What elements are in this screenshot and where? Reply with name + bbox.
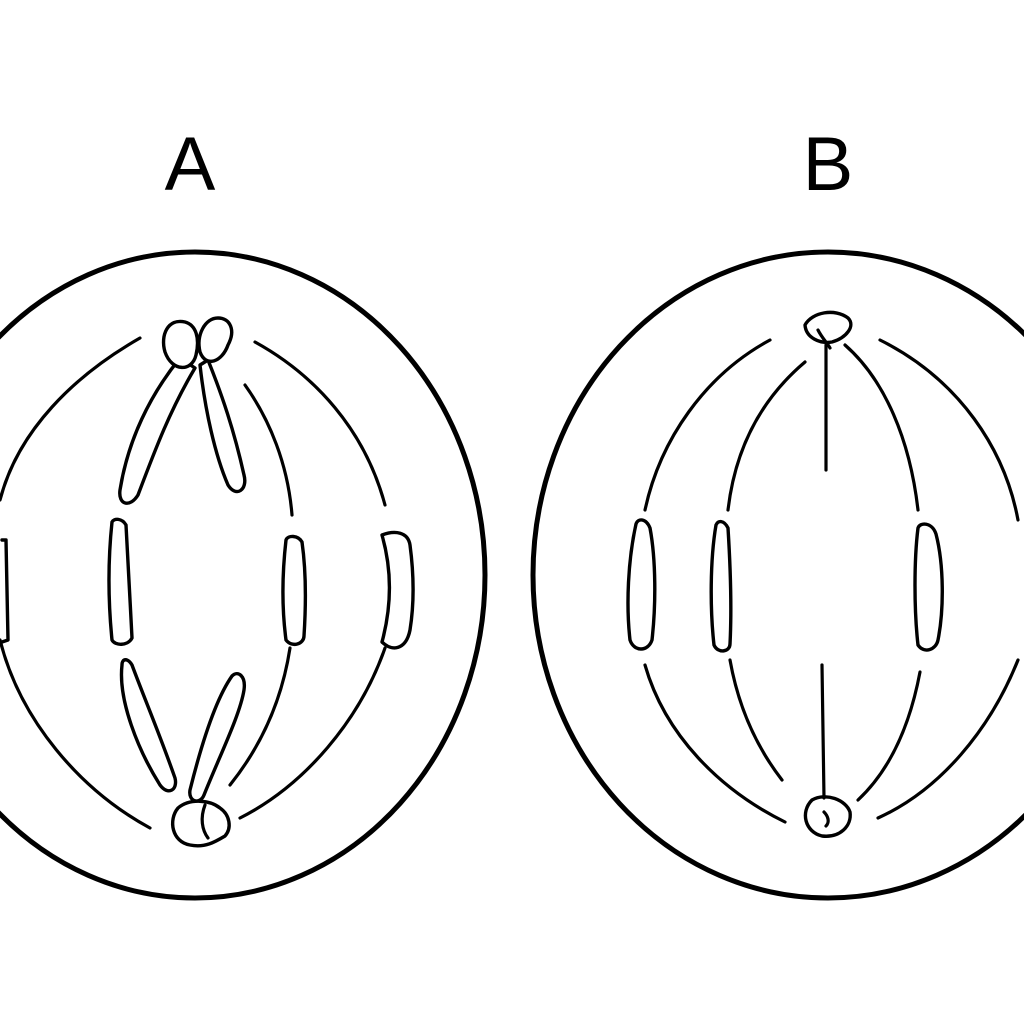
cell-a-chromatid-upper-left [118, 356, 197, 505]
cell-b-fiber-outer-right-lower [876, 658, 1020, 820]
cell-a-chromatid-lower-left [119, 658, 178, 793]
panel-b: B [530, 122, 1024, 901]
cell-b-fiber-center-lower [820, 663, 826, 800]
panel-b-label: B [803, 122, 854, 207]
cell-a-chromosome-edge [0, 538, 10, 644]
cell-a-fiber-inner-right-upper [243, 383, 294, 517]
cell-a-centromere-upper-right [197, 316, 234, 363]
cell-b-membrane [530, 249, 1024, 901]
cell-b-fiber-inner-left-upper [726, 360, 807, 512]
cell-b-fiber-outer-left-lower [643, 663, 787, 824]
cell-a-spindle-fibers [0, 336, 387, 830]
cell-b-spindle-fibers [643, 338, 1020, 824]
cell-a-chromosome-inner-right [281, 534, 308, 647]
cell-a-middle-chromosomes [0, 517, 415, 650]
cell-a-centromere-upper-left [161, 319, 200, 370]
cell-b-chromosome-inner-left [709, 519, 733, 653]
cell-b-middle-chromosomes [626, 518, 944, 653]
cell-b-fiber-outer-right-upper [878, 338, 1020, 522]
cell-b-lower-pole-detail [822, 810, 830, 828]
cell-a-chromatid-upper-right [198, 358, 247, 494]
cell-a-upper-chromatid-pair [118, 316, 247, 505]
cell-b-fiber-inner-right-upper [843, 343, 920, 512]
cell-a-fiber-outer-right-upper [253, 340, 387, 507]
cell-a-chromosome-inner-left [107, 517, 134, 646]
panel-a-label: A [165, 122, 216, 207]
cell-a-chromatid-lower-right [188, 672, 247, 803]
cell-b-chromosome-outer-left [626, 518, 657, 651]
cell-a-chromosome-outer-right [380, 530, 415, 650]
cell-a-fiber-inner-right-lower [228, 646, 292, 787]
cell-a-lower-centromere-detail [200, 803, 210, 840]
cell-a-fiber-outer-left-upper [0, 336, 142, 502]
cell-b-upper-pole-detail [816, 328, 832, 350]
cell-b-fiber-outer-left-upper [643, 338, 772, 512]
cell-b-fiber-inner-right-lower [856, 670, 922, 802]
cell-a-fiber-outer-right-lower [238, 646, 387, 820]
cell-b-upper-pole [803, 310, 853, 345]
cell-b-fiber-inner-left-lower [728, 658, 784, 782]
cell-a-lower-chromatid-pair [119, 658, 247, 848]
cell-a-fiber-outer-left-lower [0, 638, 152, 830]
cell-b-chromosome-inner-right [913, 522, 944, 652]
panel-a: A [0, 122, 488, 901]
cell-a-membrane [0, 249, 488, 901]
